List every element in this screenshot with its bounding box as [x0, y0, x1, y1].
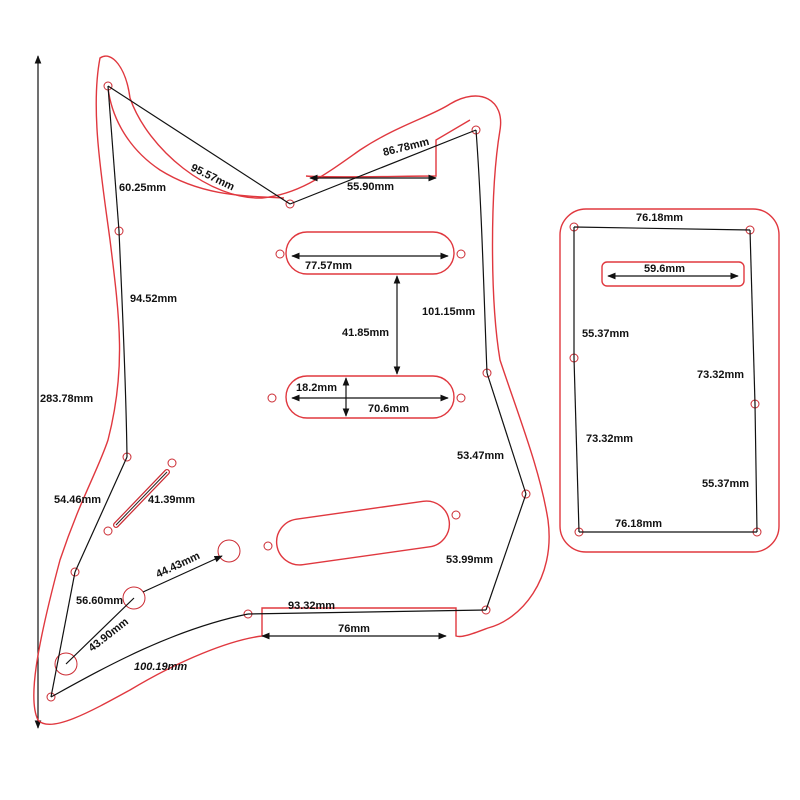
label-pickup-spacing: 41.85mm [342, 327, 389, 339]
hole [275, 249, 285, 259]
pickguard-outline [33, 55, 550, 725]
hole [263, 541, 273, 551]
dim-bp-right-lower [754, 403, 758, 533]
label-cavity-width: 76mm [338, 623, 370, 635]
label-bp-left-upper: 55.37mm [582, 328, 629, 340]
backplate-dimensions [573, 226, 758, 533]
hole [103, 526, 113, 536]
dimension-lines [50, 85, 527, 698]
pickguard: 95.57mm 86.78mm 60.25mm 55.90mm 94.52mm … [33, 55, 550, 725]
dim-control-horizontal [247, 609, 487, 615]
label-slot-length: 41.39mm [148, 494, 195, 506]
pickup-top [285, 231, 455, 275]
hole [456, 393, 466, 403]
label-bp-right-lower: 55.37mm [702, 478, 749, 490]
label-left-lower: 54.46mm [54, 494, 101, 506]
label-pickup-top-length: 77.57mm [305, 260, 352, 272]
hole [456, 249, 466, 259]
dim-top-diag [107, 85, 291, 205]
label-bp-right-upper: 73.32mm [697, 369, 744, 381]
label-bottom-diag: 100.19mm [134, 661, 187, 673]
label-knob-diag: 43.90mm [86, 616, 131, 655]
mounting-holes [46, 81, 531, 702]
backplate-outline [559, 208, 780, 553]
label-left-bottom: 56.60mm [76, 595, 123, 607]
label-bp-top-width: 76.18mm [636, 212, 683, 224]
label-pickup-width: 18.2mm [296, 382, 337, 394]
backplate-slot [601, 261, 745, 287]
dim-bottom-right [485, 493, 527, 611]
dim-bp-left-lower [573, 357, 580, 533]
overall-height-label: 283.78mm [40, 393, 93, 405]
dim-knob-spacing [142, 555, 223, 593]
dim-upper-right-diag [289, 129, 477, 205]
label-bottom-right: 53.99mm [446, 554, 493, 566]
pickup-middle [285, 375, 455, 419]
label-upper-right-diag: 86.78mm [382, 136, 431, 159]
switch-slot-center [115, 471, 168, 526]
horn-cutaway [107, 87, 285, 199]
label-bp-left-lower: 73.32mm [586, 433, 633, 445]
dim-left-lower [74, 456, 128, 573]
dim-knob-diag [65, 597, 135, 665]
dim-right-lower [486, 372, 527, 495]
label-top-left-vertical: 60.25mm [119, 182, 166, 194]
label-bp-slot-width: 59.6mm [644, 263, 685, 275]
label-right-vertical: 101.15mm [422, 306, 475, 318]
knob-hole-top [217, 539, 241, 563]
hole [267, 393, 277, 403]
label-right-lower: 53.47mm [457, 450, 504, 462]
dim-bp-top-width [573, 226, 751, 231]
hole [167, 458, 177, 468]
dim-left-bottom [50, 571, 76, 698]
dim-bp-right-upper [749, 229, 756, 405]
dim-right-vertical [475, 129, 488, 374]
label-left-long: 94.52mm [130, 293, 177, 305]
backplate: 76.18mm 59.6mm 55.37mm 73.32mm 73.32mm 5… [559, 208, 780, 553]
pickup-bottom [275, 500, 451, 566]
label-bp-bottom-width: 76.18mm [615, 518, 662, 530]
hole [451, 510, 461, 520]
dim-left-long [118, 230, 128, 458]
dim-top-left-vertical [107, 85, 120, 232]
dim-bottom-diag [50, 613, 249, 698]
label-pickup-middle-length: 70.6mm [368, 403, 409, 415]
label-control-horizontal: 93.32mm [288, 600, 335, 612]
label-neck-horizontal: 55.90mm [347, 181, 394, 193]
